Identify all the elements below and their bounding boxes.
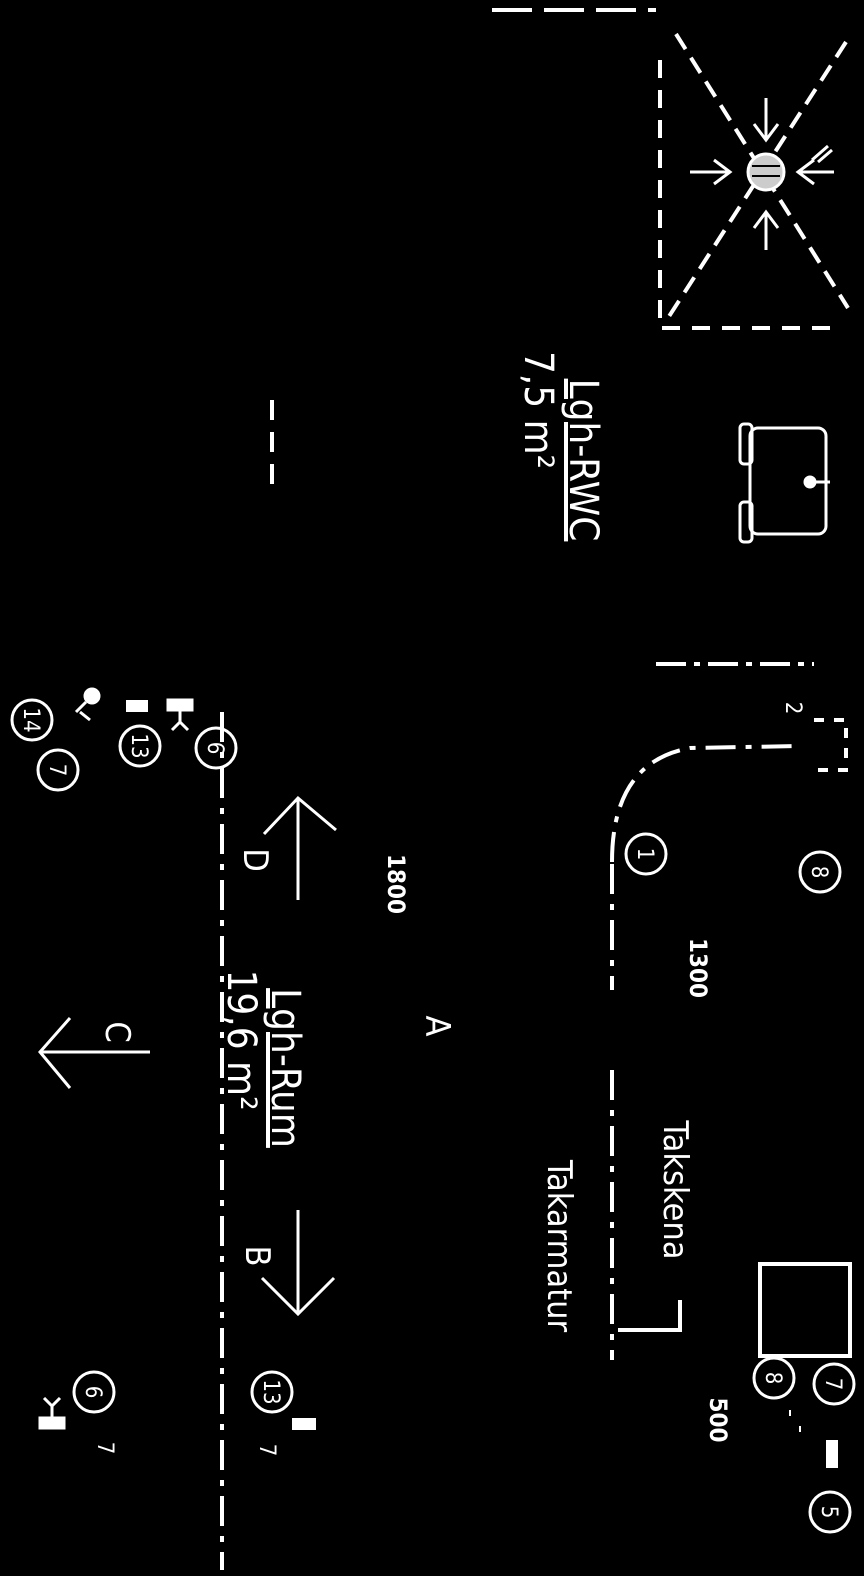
arrow-c-icon (38, 1017, 150, 1089)
antenna-socket-icon (166, 698, 194, 732)
marker-7-left: 7 (36, 748, 80, 792)
svg-text:6: 6 (202, 742, 227, 755)
room-area-rwc: 7,5 m² (515, 351, 561, 469)
partition-lines (220, 400, 848, 1570)
room-name-rwc: Lgh-RWC (560, 379, 606, 542)
marker-13-top: 13 (118, 724, 162, 768)
wall-label-b: B (237, 1246, 277, 1267)
marker-7-bottom-right: 7 (812, 1362, 856, 1406)
svg-text:6: 6 (80, 1386, 105, 1399)
cabinet-box (758, 1262, 852, 1358)
ceiling-rail-bracket (618, 1300, 682, 1332)
shower-area (492, 8, 850, 330)
socket-icon (126, 700, 148, 712)
arrow-b-icon (260, 1210, 336, 1317)
wall-label-c: C (97, 1021, 137, 1042)
room-label-rum: Lgh-Rum 19,6 m² (218, 970, 308, 1148)
marker-13-bottom: 13 (250, 1370, 294, 1414)
marker-7-bottom-mid: 7 (254, 1444, 279, 1457)
wall-label-d: D (235, 848, 275, 872)
marker-2: 2 (780, 702, 805, 715)
svg-text:7: 7 (820, 1378, 845, 1391)
small-ticks (789, 1410, 801, 1432)
dimension-500: 500 (704, 1397, 732, 1442)
socket-right-icon (826, 1440, 838, 1468)
svg-text:13: 13 (126, 733, 151, 758)
washbasin-icon (738, 422, 830, 544)
marker-6-top: 6 (194, 726, 238, 770)
marker-6-bottom: 6 (72, 1370, 116, 1414)
marker-8-bottom: 8 (752, 1356, 796, 1400)
svg-text:5: 5 (816, 1506, 841, 1519)
marker-8-top: 8 (798, 850, 842, 894)
svg-text:14: 14 (18, 707, 43, 732)
room-label-rwc: Lgh-RWC 7,5 m² (515, 351, 606, 541)
ceiling-light-label: Takarmatur (539, 1159, 579, 1333)
svg-text:13: 13 (258, 1379, 283, 1404)
lamp-icon (74, 687, 101, 722)
svg-text:8: 8 (806, 866, 831, 879)
arrow-d-icon (262, 795, 337, 900)
dimension-1300: 1300 (684, 938, 712, 998)
svg-text:7: 7 (44, 764, 69, 777)
marker-7-bottom-left: 7 (92, 1442, 117, 1455)
svg-text:1: 1 (632, 848, 657, 861)
ceiling-rail-label: Takskena (655, 1120, 695, 1260)
room-area-rum: 19,6 m² (218, 970, 264, 1111)
svg-text:8: 8 (760, 1372, 785, 1385)
marker-5: 5 (808, 1490, 852, 1534)
socket-bottom-icon (292, 1418, 316, 1430)
marker-1: 1 (624, 832, 668, 876)
dimension-1800: 1800 (382, 854, 410, 914)
floor-drain-icon (746, 152, 786, 192)
wall-label-a: A (417, 1016, 457, 1037)
room-name-rum: Lgh-Rum (262, 988, 308, 1148)
marker-14: 14 (10, 698, 54, 742)
antenna-socket-bottom-icon (38, 1396, 66, 1430)
drain-arrows-icon (690, 98, 834, 250)
